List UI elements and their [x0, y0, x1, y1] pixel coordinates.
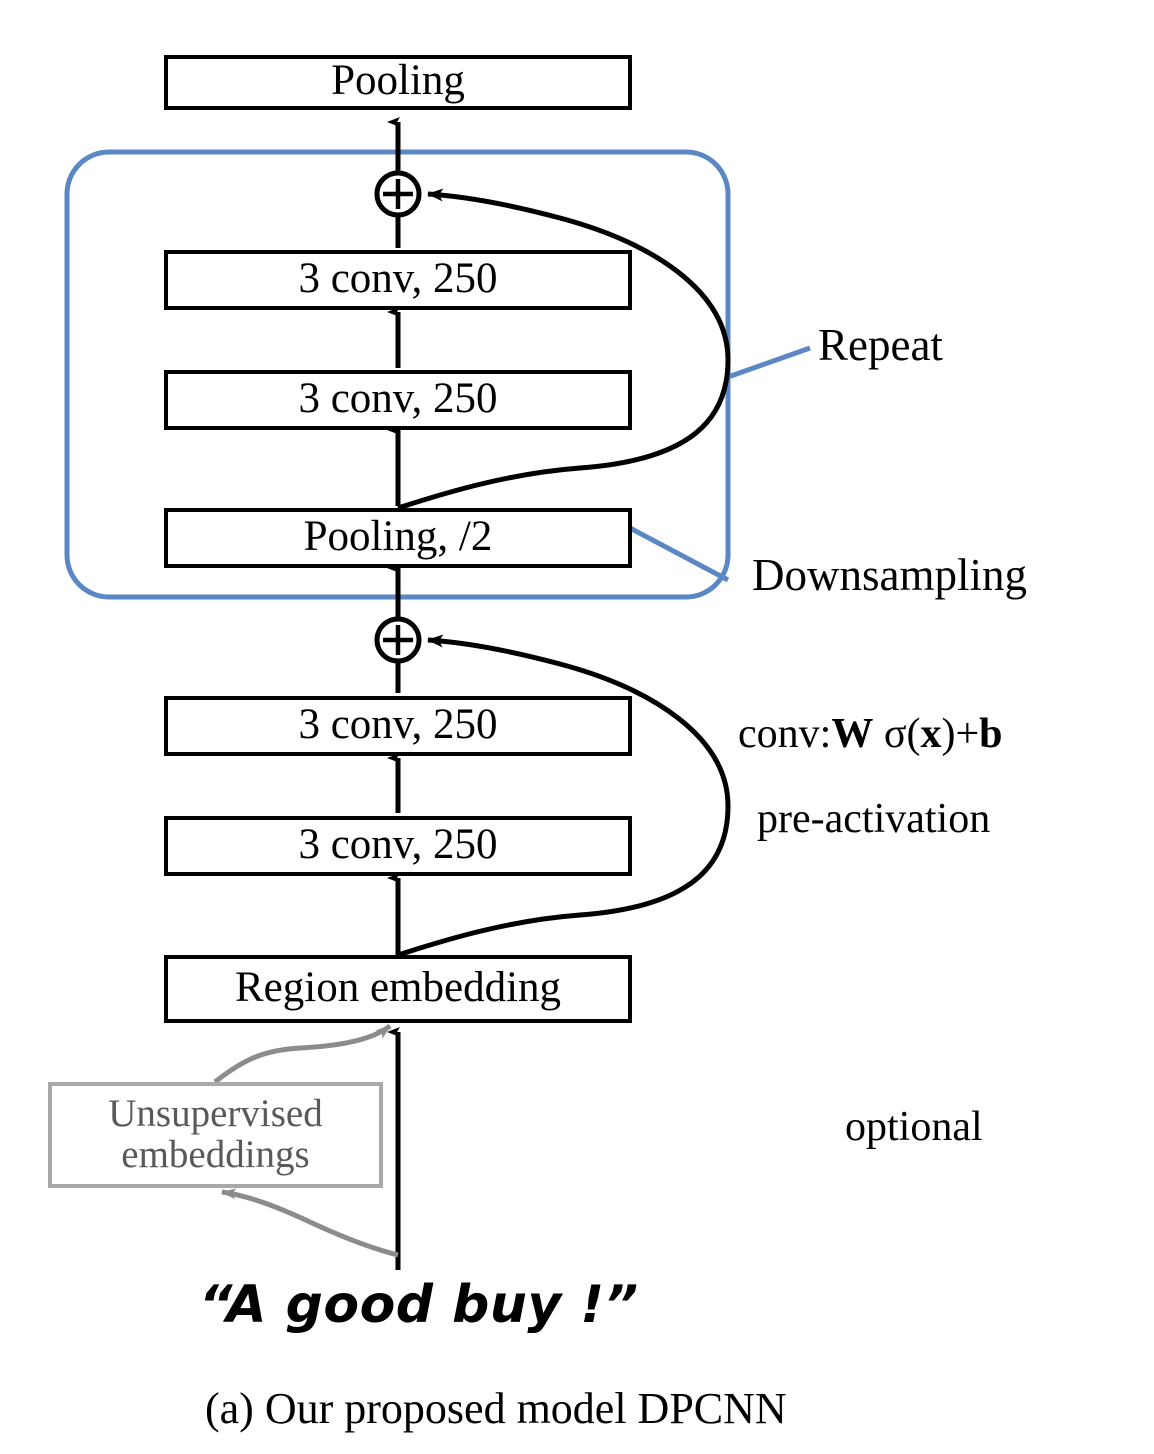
- input-text-sample: “A good buy !”: [199, 1275, 639, 1335]
- annotation-downsampling: Downsampling: [752, 550, 1027, 600]
- conv-formula-sigma: σ(: [873, 711, 921, 757]
- block-conv-upper-1-label: 3 conv, 250: [298, 374, 498, 422]
- unsup-input-curve: [221, 1188, 399, 1258]
- conv-formula-bias-symbol: b: [979, 711, 1003, 757]
- block-conv-upper-2-label: 3 conv, 250: [298, 254, 498, 302]
- block-conv-lower-1[interactable]: 3 conv, 250: [164, 816, 632, 876]
- annotation-pre-activation: pre-activation: [757, 796, 991, 842]
- block-conv-lower-1-label: 3 conv, 250: [298, 820, 498, 868]
- block-conv-upper-2[interactable]: 3 conv, 250: [164, 250, 632, 310]
- conv-formula-prefix: conv:: [738, 711, 832, 757]
- block-conv-lower-2-label: 3 conv, 250: [298, 700, 498, 748]
- annotation-repeat: Repeat: [818, 320, 943, 370]
- conv-formula-input-symbol: x: [920, 711, 942, 757]
- repeat-leader-line: [727, 345, 811, 380]
- shortcut-connection-upper: [397, 188, 731, 511]
- unsupervised-embeddings-line2: embeddings: [121, 1133, 310, 1176]
- add-operator-lower: [374, 616, 422, 664]
- unsup-output-curve: [213, 1023, 392, 1084]
- shortcut-connection-lower: [397, 634, 731, 958]
- unsupervised-embeddings-line1: Unsupervised: [108, 1092, 323, 1136]
- downsampling-leader-line: [628, 525, 730, 583]
- block-pooling-top[interactable]: Pooling: [164, 55, 632, 110]
- block-conv-upper-1[interactable]: 3 conv, 250: [164, 370, 632, 430]
- block-pooling-half-label: Pooling, /2: [303, 512, 493, 560]
- conv-formula-close: )+: [941, 711, 980, 757]
- conv-formula-weight-symbol: W: [831, 711, 874, 757]
- block-region-embedding[interactable]: Region embedding: [164, 955, 632, 1023]
- block-pooling-half[interactable]: Pooling, /2: [164, 508, 632, 568]
- annotation-optional: optional: [845, 1104, 983, 1150]
- block-unsupervised-embeddings[interactable]: Unsupervised embeddings: [48, 1082, 383, 1188]
- figure-caption: (a) Our proposed model DPCNN: [205, 1384, 787, 1433]
- block-region-embedding-label: Region embedding: [234, 963, 562, 1011]
- annotation-conv-formula: conv:W σ(x)+b: [738, 712, 1003, 756]
- add-operator-upper: [374, 170, 422, 218]
- block-pooling-top-label: Pooling: [331, 57, 465, 104]
- block-conv-lower-2[interactable]: 3 conv, 250: [164, 696, 632, 756]
